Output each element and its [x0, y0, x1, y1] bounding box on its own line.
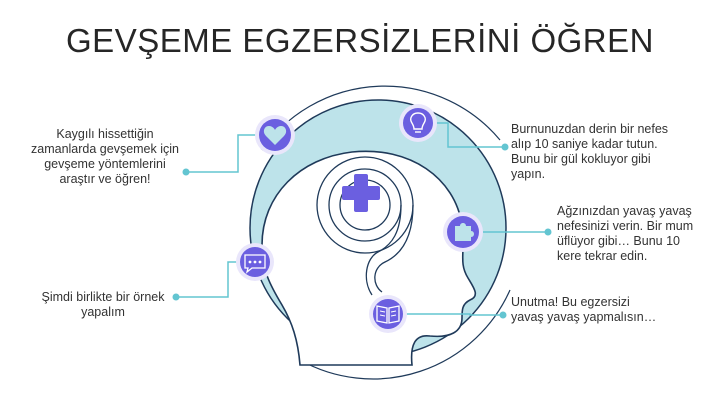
heart-icon — [255, 115, 295, 155]
puzzle-icon — [443, 212, 483, 252]
connector-book — [404, 313, 503, 316]
connector-heart — [186, 134, 257, 173]
lightbulb-icon — [399, 104, 437, 142]
outer-ring-arc — [299, 289, 511, 380]
right-text-2: Ağzınızdan yavaş yavaş nefesinizi verin.… — [557, 204, 694, 263]
right-text-1: Burnunuzdan derin bir nefes alıp 10 sani… — [511, 122, 669, 181]
connector-dots — [172, 143, 552, 319]
right-text-3: Unutma! Bu egzersizi yavaş yavaş yapmalı… — [511, 295, 657, 324]
spiral-lines — [316, 156, 414, 296]
connector-chat — [176, 261, 238, 298]
left-top-text: Kaygılı hissettiğin zamanlarda gevşemek … — [31, 127, 179, 186]
medical-cross-icon — [342, 174, 380, 212]
left-bottom-text: Şimdi birlikte bir örnek yapalım — [41, 290, 165, 319]
book-icon — [369, 295, 407, 333]
chat-bubble-icon — [236, 243, 274, 281]
head-silhouette — [261, 150, 477, 366]
slide-title: GEVŞEME EGZERSİZLERİNİ ÖĞREN — [66, 22, 654, 59]
connector-lines — [176, 122, 548, 316]
connector-bulb — [433, 122, 505, 148]
